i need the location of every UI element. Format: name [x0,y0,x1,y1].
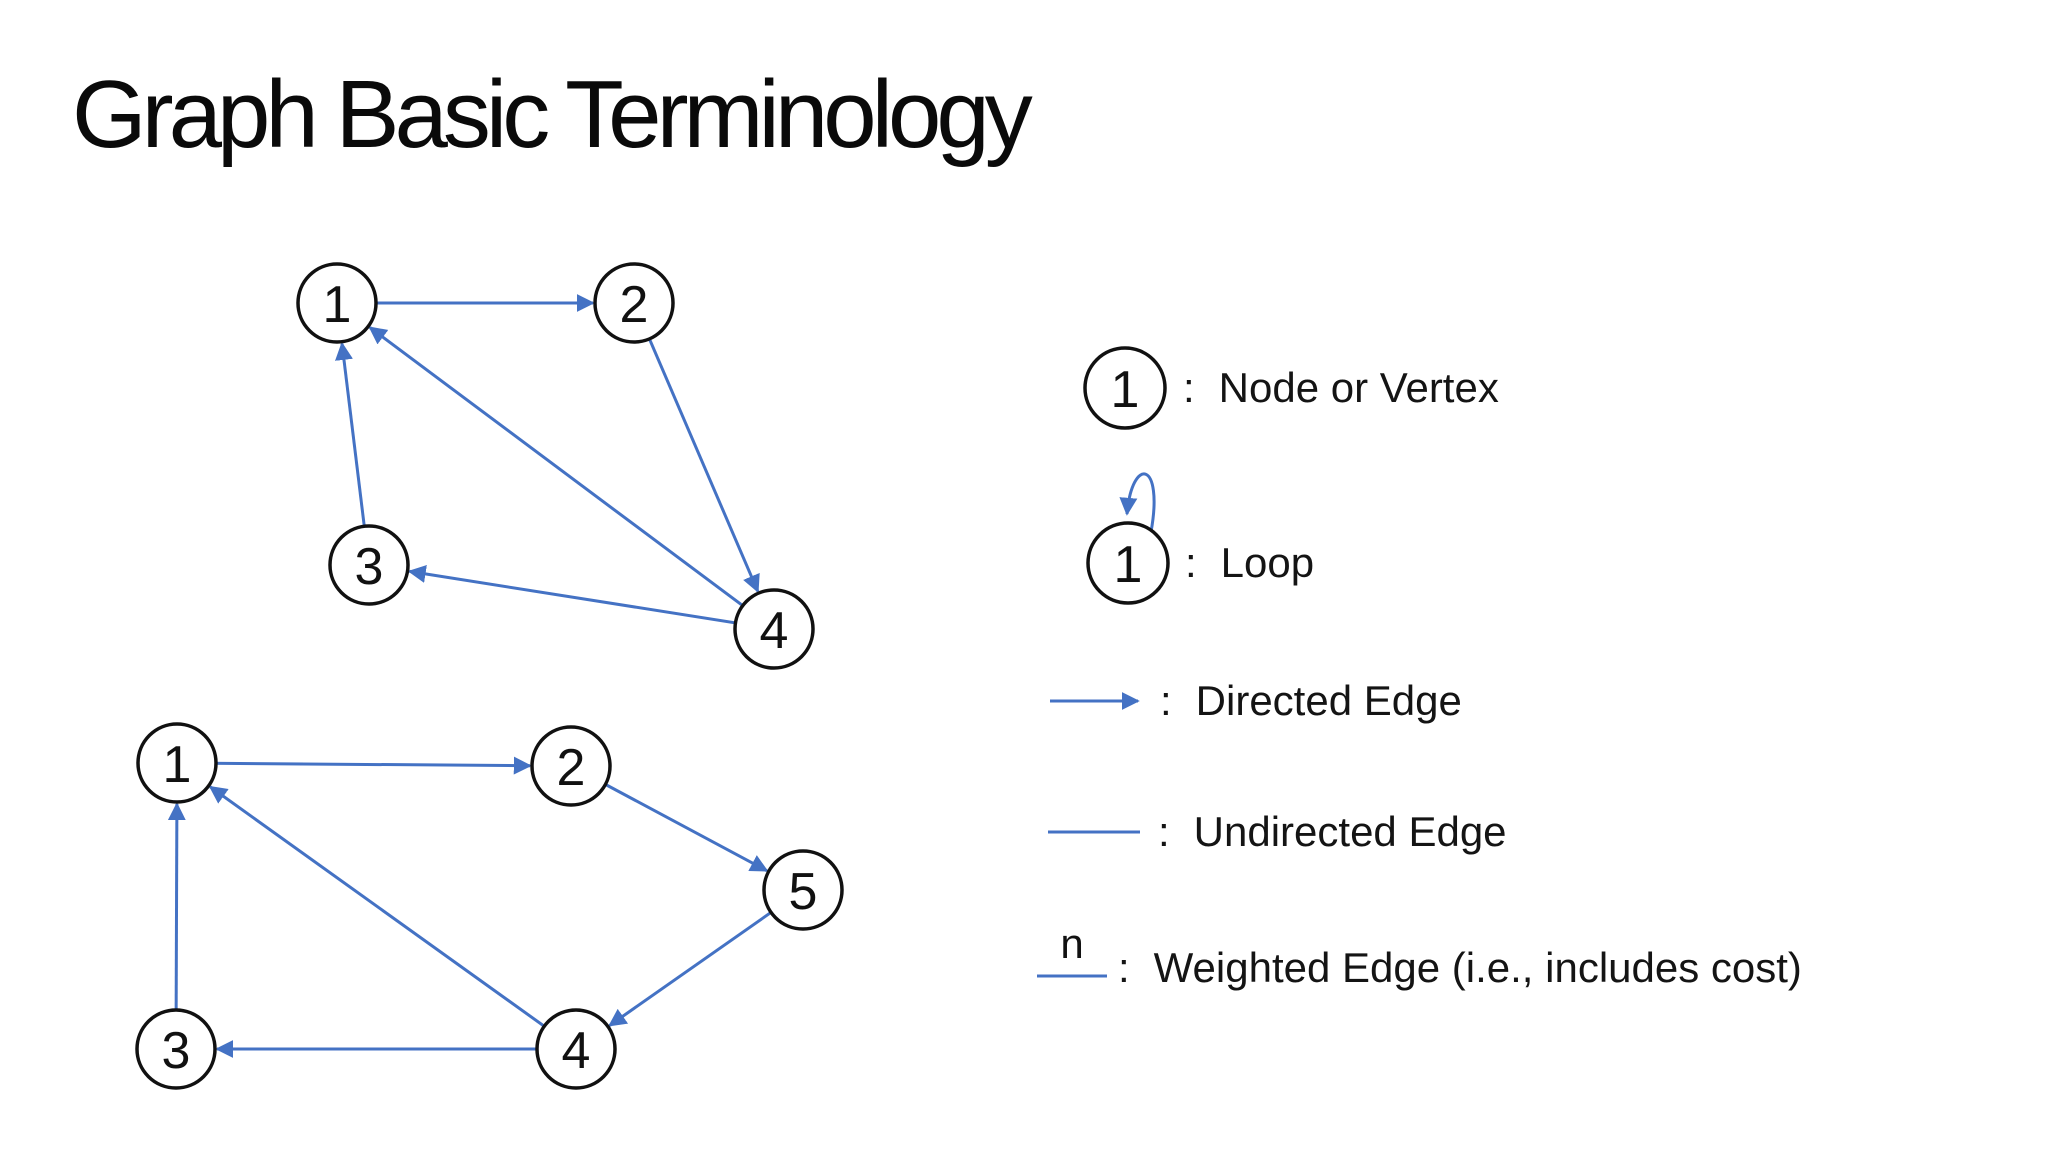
edge-weight-label: n [1060,920,1083,967]
directed-graph-bottom-node-3 [135,1008,217,1090]
directed-graph-top-node-4-label: 4 [760,602,789,660]
legend-item-node: : Node or Vertex [1183,364,1499,412]
directed-graph-bottom-node-3-label: 3 [162,1022,191,1080]
legend-weighted-edge-symbol: n [1037,920,1107,978]
legend-separator: : [1185,538,1197,586]
legend-label-undirected-edge: Undirected Edge [1193,807,1507,855]
directed-graph-top-node-3 [328,524,410,606]
directed-graph-top: 1 2 3 4 [296,262,815,670]
directed-graph-bottom-node-1-label: 1 [163,736,192,794]
directed-graph-bottom-node-5 [762,849,844,931]
directed-graph-bottom-node-4-label: 4 [562,1022,591,1080]
directed-graph-bottom-edge-4-to-1 [208,785,577,1051]
legend-label-directed-edge: Directed Edge [1195,676,1462,724]
directed-graph-bottom: 1 2 5 4 3 [135,722,844,1090]
legend-loop-circle [1086,521,1170,605]
legend-node-circle-label: 1 [1111,361,1140,419]
directed-graph-bottom-edge-1-to-2 [176,756,532,775]
legend-item-undirected-edge: : Undirected Edge [1158,808,1507,856]
legend-separator: : [1118,943,1130,991]
directed-graph-top-edge-4-to-3 [407,565,775,631]
directed-graph-top-edge-2-to-4 [632,302,760,593]
directed-graph-bottom-node-2-label: 2 [557,739,586,797]
directed-graph-top-node-2-label: 2 [620,276,649,334]
legend-node-symbol: 1 [1083,346,1167,430]
directed-graph-top-node-1-label: 1 [323,276,352,334]
directed-graph-top-node-1 [296,262,378,344]
legend-separator: : [1158,807,1170,855]
loop-arc-icon [1119,472,1156,533]
directed-graph-bottom-node-1 [136,722,218,804]
directed-graph-top-edge-4-to-1 [368,326,775,631]
directed-graph-bottom-edge-3-to-1 [167,802,186,1050]
legend-separator: : [1183,363,1195,411]
directed-graph-top-node-4 [733,588,815,670]
legend-item-weighted-edge: : Weighted Edge (i.e., includes cost) [1118,944,1802,992]
directed-graph-bottom-node-5-label: 5 [789,863,818,921]
legend-node-circle [1083,346,1167,430]
page-title: Graph Basic Terminology [72,61,1033,168]
directed-graph-bottom-node-4 [535,1008,617,1090]
directed-graph-top-node-2 [593,262,675,344]
legend-loop-circle-label: 1 [1114,536,1143,594]
legend-item-directed-edge: : Directed Edge [1160,677,1462,725]
legend-label-loop: Loop [1220,538,1315,586]
directed-graph-bottom-node-2 [530,725,612,807]
legend-loop-symbol: 1 [1086,472,1170,605]
legend-item-loop: : Loop [1185,539,1314,587]
legend-label-weighted-edge: Weighted Edge (i.e., includes cost) [1153,943,1802,991]
legend-separator: : [1160,676,1172,724]
legend-label-node: Node or Vertex [1218,363,1499,411]
directed-graph-top-node-3-label: 3 [355,538,384,596]
graphs-layer: 1 2 3 4 1 2 5 4 3 [135,262,844,1090]
legend-symbols: 1 1 n [1037,346,1170,978]
